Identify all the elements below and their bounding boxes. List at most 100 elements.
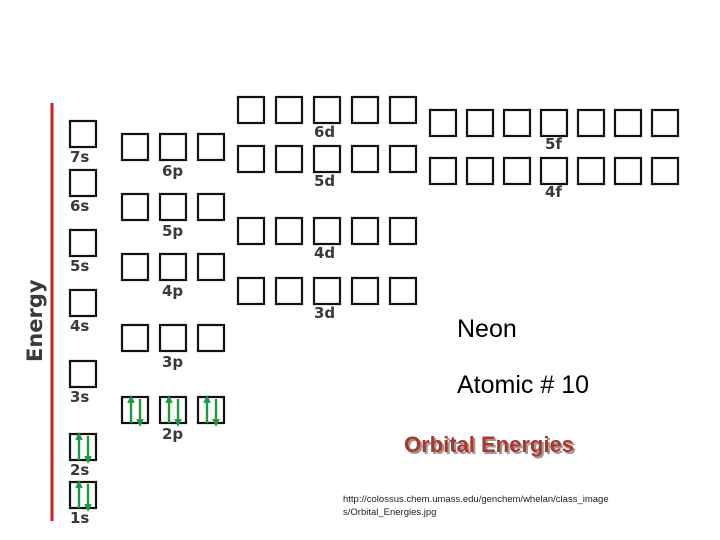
atomic-number: Atomic # 10 bbox=[457, 371, 590, 399]
orbital-box bbox=[465, 156, 495, 186]
orbital-box bbox=[120, 192, 150, 222]
orbital-box bbox=[120, 252, 150, 282]
orbital-box bbox=[236, 216, 266, 246]
orbital-label-4d: 4d bbox=[314, 244, 335, 262]
orbital-box bbox=[650, 156, 680, 186]
orbital-2p: 2p bbox=[120, 395, 226, 443]
orbital-box bbox=[350, 95, 380, 125]
orbital-5p: 5p bbox=[120, 192, 226, 240]
energy-axis-label: Energy bbox=[23, 279, 47, 362]
orbital-box bbox=[312, 144, 342, 174]
orbital-box bbox=[158, 132, 188, 162]
diagram-title: Orbital Energies bbox=[404, 432, 574, 457]
orbital-label-4f: 4f bbox=[545, 183, 562, 201]
orbital-box bbox=[350, 216, 380, 246]
orbital-6s: 6s bbox=[68, 168, 98, 215]
orbital-box bbox=[196, 192, 226, 222]
orbital-1s: 1s bbox=[68, 480, 98, 527]
orbital-label-4s: 4s bbox=[70, 317, 89, 335]
orbital-box bbox=[388, 216, 418, 246]
orbital-box bbox=[274, 216, 304, 246]
orbital-box bbox=[613, 156, 643, 186]
orbital-box bbox=[68, 359, 98, 389]
orbital-box bbox=[196, 252, 226, 282]
orbital-box bbox=[350, 276, 380, 306]
orbital-box bbox=[196, 132, 226, 162]
orbital-3d: 3d bbox=[236, 276, 418, 322]
orbital-box bbox=[465, 108, 495, 138]
orbital-label-3d: 3d bbox=[314, 304, 335, 322]
orbital-box bbox=[158, 252, 188, 282]
orbital-box bbox=[539, 156, 569, 186]
orbital-box bbox=[576, 156, 606, 186]
orbital-box bbox=[274, 144, 304, 174]
orbital-box bbox=[312, 216, 342, 246]
orbital-3p: 3p bbox=[120, 323, 226, 371]
orbital-box bbox=[350, 144, 380, 174]
orbital-label-5f: 5f bbox=[545, 135, 562, 153]
orbital-box bbox=[312, 276, 342, 306]
orbital-box bbox=[502, 156, 532, 186]
orbital-label-4p: 4p bbox=[162, 282, 183, 300]
orbital-4p: 4p bbox=[120, 252, 226, 300]
orbital-label-6p: 6p bbox=[162, 162, 183, 180]
orbital-4f: 4f bbox=[428, 156, 680, 201]
orbital-5d: 5d bbox=[236, 144, 418, 190]
orbital-4d: 4d bbox=[236, 216, 418, 262]
orbital-6p: 6p bbox=[120, 132, 226, 180]
orbital-box bbox=[68, 168, 98, 198]
orbital-box bbox=[158, 395, 188, 425]
orbital-box bbox=[428, 156, 458, 186]
orbital-box bbox=[539, 108, 569, 138]
orbital-box bbox=[196, 395, 226, 425]
orbital-label-6s: 6s bbox=[70, 197, 89, 215]
orbital-label-1s: 1s bbox=[70, 509, 89, 527]
orbital-label-5s: 5s bbox=[70, 257, 89, 275]
orbital-box bbox=[236, 144, 266, 174]
orbital-box bbox=[120, 323, 150, 353]
orbital-2s: 2s bbox=[68, 432, 98, 479]
orbital-box bbox=[576, 108, 606, 138]
orbital-box bbox=[158, 192, 188, 222]
orbital-box bbox=[312, 95, 342, 125]
orbital-box bbox=[274, 276, 304, 306]
diagram-title-shadow: Orbital Energies bbox=[406, 434, 576, 459]
orbital-box bbox=[196, 323, 226, 353]
orbital-box bbox=[613, 108, 643, 138]
orbital-4s: 4s bbox=[68, 288, 98, 335]
orbital-box bbox=[388, 95, 418, 125]
orbital-5s: 5s bbox=[68, 228, 98, 275]
orbital-label-5d: 5d bbox=[314, 172, 335, 190]
orbital-box bbox=[68, 119, 98, 149]
orbital-label-2s: 2s bbox=[70, 461, 89, 479]
orbital-label-3s: 3s bbox=[70, 388, 89, 406]
orbital-box bbox=[68, 480, 98, 510]
orbital-label-5p: 5p bbox=[162, 222, 183, 240]
orbital-box bbox=[120, 395, 150, 425]
orbital-box bbox=[650, 108, 680, 138]
orbital-6d: 6d bbox=[236, 95, 418, 141]
orbital-box bbox=[502, 108, 532, 138]
orbital-box bbox=[388, 144, 418, 174]
orbital-label-7s: 7s bbox=[70, 148, 89, 166]
orbital-box bbox=[158, 323, 188, 353]
orbital-5f: 5f bbox=[428, 108, 680, 153]
orbital-box bbox=[274, 95, 304, 125]
orbital-boxes: 1s 2s 2p 3s 3p 3d 4s 4p 4d 4f 5s 5p 5d 5f 6s 6p 6d 7s bbox=[68, 95, 680, 527]
orbital-3s: 3s bbox=[68, 359, 98, 406]
orbital-box bbox=[236, 276, 266, 306]
orbital-label-6d: 6d bbox=[314, 123, 335, 141]
orbital-box bbox=[428, 108, 458, 138]
source-credit-url: http://colossus.chem.umass.edu/genchem/w… bbox=[343, 494, 609, 518]
orbital-box bbox=[388, 276, 418, 306]
orbital-box bbox=[120, 132, 150, 162]
orbital-box bbox=[68, 228, 98, 258]
orbital-label-2p: 2p bbox=[162, 425, 183, 443]
element-name: Neon bbox=[457, 315, 517, 343]
orbital-box bbox=[68, 288, 98, 318]
orbital-7s: 7s bbox=[68, 119, 98, 166]
orbital-box bbox=[236, 95, 266, 125]
orbital-label-3p: 3p bbox=[162, 353, 183, 371]
orbital-box bbox=[68, 432, 98, 462]
